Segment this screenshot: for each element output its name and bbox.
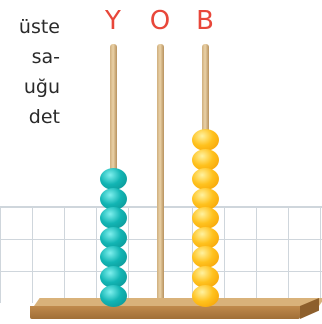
bead-b-7 (192, 168, 219, 190)
rod-o (157, 44, 164, 306)
column-label-y: Y (98, 6, 128, 36)
grid-edge (320, 206, 321, 302)
text-line-2: sa- (0, 42, 60, 72)
bead-b-3 (192, 246, 219, 268)
problem-text: üste sa- uğu det (0, 12, 60, 132)
bead-b-5 (192, 207, 219, 229)
text-line-3: uğu (0, 72, 60, 102)
bead-b-9 (192, 129, 219, 151)
bead-y-5 (100, 207, 127, 229)
bead-y-1 (100, 285, 127, 307)
bead-y-7 (100, 168, 127, 190)
abacus-base-front (30, 306, 300, 319)
column-label-b: B (190, 6, 220, 36)
text-line-1: üste (0, 12, 60, 42)
abacus-base-top (34, 298, 322, 306)
bead-y-3 (100, 246, 127, 268)
text-line-4: det (0, 102, 60, 132)
column-label-o: O (145, 6, 175, 36)
bead-b-1 (192, 285, 219, 307)
